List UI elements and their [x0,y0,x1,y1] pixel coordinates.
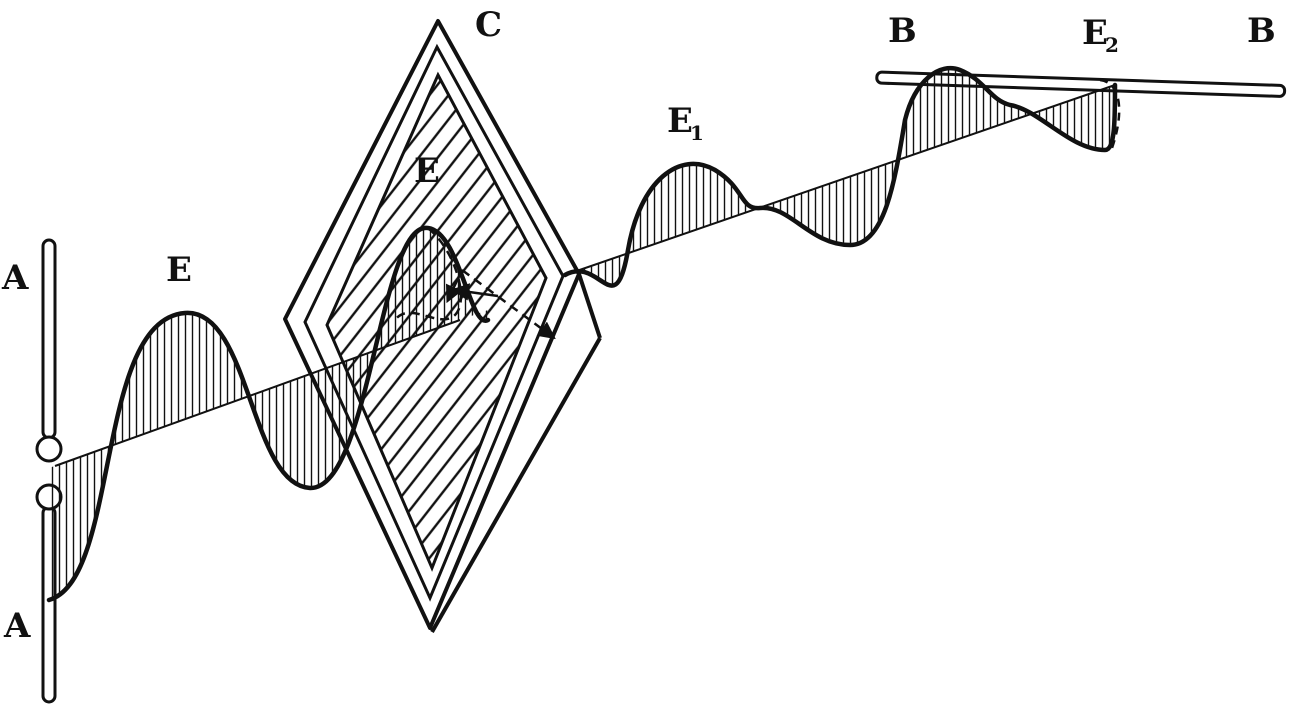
label-wave-e1-main: E [667,101,693,141]
label-grid-c: C [475,5,502,45]
propagation-axis-b [564,84,1116,276]
grid-front-edge-lower [430,337,602,633]
propagation-axis-a [54,319,461,467]
incident-wave-fill [49,227,488,600]
label-antenna-a-bottom: A [3,606,31,646]
grid-front-edge [577,273,602,339]
component-arrow-2 [451,283,499,301]
incident-wave-curve [46,225,491,603]
label-wave-e2-sub: 2 [1105,33,1119,57]
diagram-labels: A A E E C E 1 B E 2 B [1,5,1276,646]
label-wave-e1-sub: 1 [690,121,704,145]
dashed-end-trace [1099,78,1121,149]
label-wave-e-left: E [166,250,192,290]
label-antenna-b-right: B [1247,11,1276,51]
incident-wave-e [46,225,491,603]
antenna-b-rod [875,70,1287,98]
component-arrow-1 [461,268,556,340]
component-arrow-3 [445,269,464,304]
transmitted-wave-curve [562,66,1118,288]
dashed-field-trace [394,227,463,321]
label-wave-e-mid: E [414,151,440,191]
label-antenna-a-top: A [1,258,29,298]
grid-middle-frame [303,43,565,602]
antenna-a-upper-terminal [35,435,63,463]
label-antenna-b-left: B [888,11,917,51]
label-wave-e2: E 2 [1082,13,1119,57]
label-wave-e2-main: E [1082,13,1108,53]
field-decomposition [394,227,556,340]
label-wave-e1: E 1 [667,101,704,145]
antenna-a-upper-rod [41,238,57,440]
transmitted-wave-fill [565,68,1115,286]
transmitted-wave-e1 [562,66,1121,288]
